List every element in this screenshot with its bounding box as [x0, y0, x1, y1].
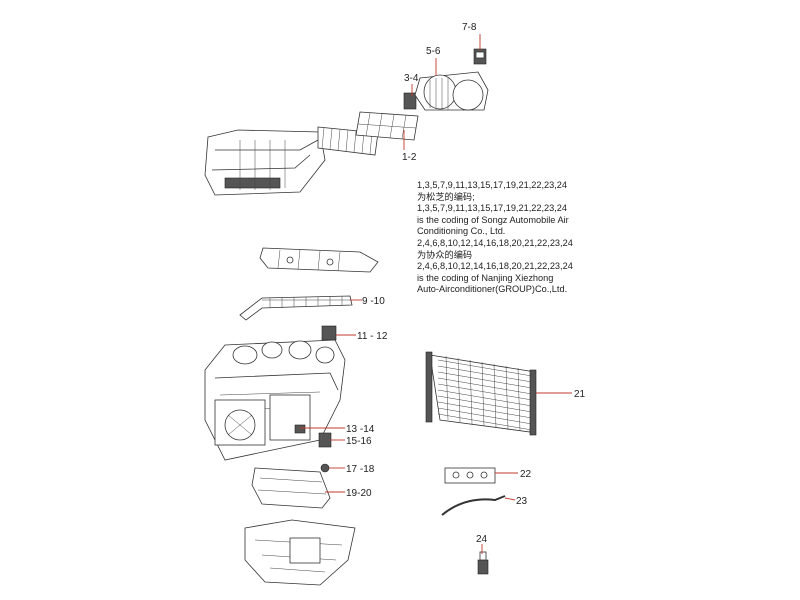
label-7-8: 7-8	[462, 22, 477, 33]
bracket-part	[403, 92, 417, 110]
note-line-2: 为松芝的编码;	[417, 191, 475, 202]
label-9-10: 9 -10	[362, 296, 385, 307]
evaporator-frame-part	[259, 247, 379, 273]
note-line-3: 1,3,5,7,9,11,13,15,17,19,21,22,23,24	[417, 203, 568, 214]
heater-core-part	[239, 295, 353, 321]
label-17-18: 17 -18	[346, 464, 375, 475]
note-line-6: 2,4,6,8,10,12,14,16,18,20,21,22,23,24	[417, 237, 573, 248]
label-21: 21	[574, 389, 586, 400]
lower-tray-part	[251, 467, 331, 509]
note-line-7: 为协众的编码	[417, 249, 473, 260]
actuator-part-11-12	[321, 325, 337, 341]
sensor-part-17-18	[320, 463, 330, 473]
pipe-part-23	[441, 495, 506, 516]
leader-lines	[300, 34, 572, 554]
bracket-plate-part-22	[444, 467, 496, 484]
condenser-part	[425, 351, 537, 436]
note-line-10: Auto-Airconditioner(GROUP)Co.,Ltd.	[417, 284, 568, 295]
bottom-base-housing-part	[244, 519, 356, 586]
leader-23	[504, 497, 516, 501]
upper-housing-part	[204, 126, 379, 196]
label-11-12: 11 - 12	[357, 331, 388, 342]
note-line-8: 2,4,6,8,10,12,14,16,18,20,21,22,23,24	[417, 261, 573, 272]
label-3-4: 3-4	[404, 73, 419, 84]
actuator-part-7-8	[473, 48, 487, 65]
note-line-1: 1,3,5,7,9,11,13,15,17,19,21,22,23,24	[417, 180, 568, 190]
label-23: 23	[516, 496, 528, 507]
actuator-part-15-16	[318, 432, 332, 448]
filter-frame-part	[355, 111, 419, 141]
label-19-20: 19-20	[346, 488, 372, 499]
note-line-4: is the coding of Songz Automobile Air	[417, 214, 569, 225]
label-5-6: 5-6	[426, 46, 441, 57]
label-1-2: 1-2	[402, 152, 417, 163]
coding-note: 1,3,5,7,9,11,13,15,17,19,21,22,23,24 为松芝…	[417, 180, 617, 296]
label-15-16: 15-16	[346, 436, 372, 447]
note-line-5: Conditioning Co., Ltd.	[417, 226, 506, 237]
note-line-9: is the coding of Nanjing Xiezhong	[417, 272, 554, 283]
label-13-14: 13 -14	[346, 424, 375, 435]
blower-motor-part	[414, 71, 489, 111]
label-22: 22	[520, 469, 532, 480]
part-labels: 1-2 3-4 5-6 7-8 9 -10 11 - 12 13 -14 15-…	[346, 22, 586, 545]
valve-part-24	[477, 551, 489, 575]
label-24: 24	[476, 534, 488, 545]
